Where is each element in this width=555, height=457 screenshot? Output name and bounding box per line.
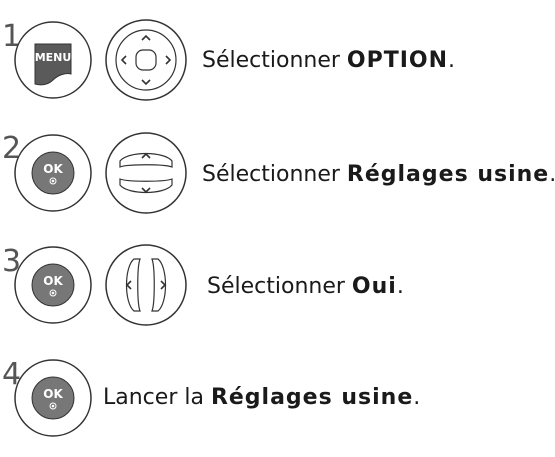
right-arrow-icon [160,280,167,290]
down-arrow-icon [141,79,151,86]
step-1: 1 MENU Sélectionner OPTION. [0,0,555,110]
instruction-4: Lancer la Réglages usine. [103,385,421,410]
left-arrow-icon [120,55,127,65]
up-arrow-icon [141,152,151,159]
menu-label: MENU [35,51,72,64]
ok-label: OK [43,274,63,288]
step-number: 4 [2,357,22,392]
ok-button[interactable]: OK [13,245,93,325]
left-right-button[interactable] [104,243,188,327]
instruction-2: Sélectionner Réglages usine. [202,162,555,187]
navigation-dpad[interactable] [104,18,188,102]
step-4: 4 OK Lancer la Réglages usine. [0,338,555,457]
step-number: 3 [2,244,22,279]
instruction-1: Sélectionner OPTION. [202,48,456,73]
ok-label: OK [43,387,63,401]
up-arrow-icon [141,34,151,41]
down-arrow-icon [141,187,151,194]
step-3: 3 OK Sélectionner Oui. [0,225,555,335]
left-arrow-icon [125,280,132,290]
menu-button[interactable]: MENU [13,20,93,100]
ok-button[interactable]: OK [13,133,93,213]
up-down-button[interactable] [104,131,188,215]
ok-label: OK [43,162,63,176]
ok-button[interactable]: OK [13,358,93,438]
step-number: 2 [2,131,22,166]
instruction-3: Sélectionner Oui. [207,274,404,299]
step-2: 2 OK Sélectionner Réglages usine. [0,110,555,220]
right-arrow-icon [165,55,172,65]
step-number: 1 [2,19,22,54]
